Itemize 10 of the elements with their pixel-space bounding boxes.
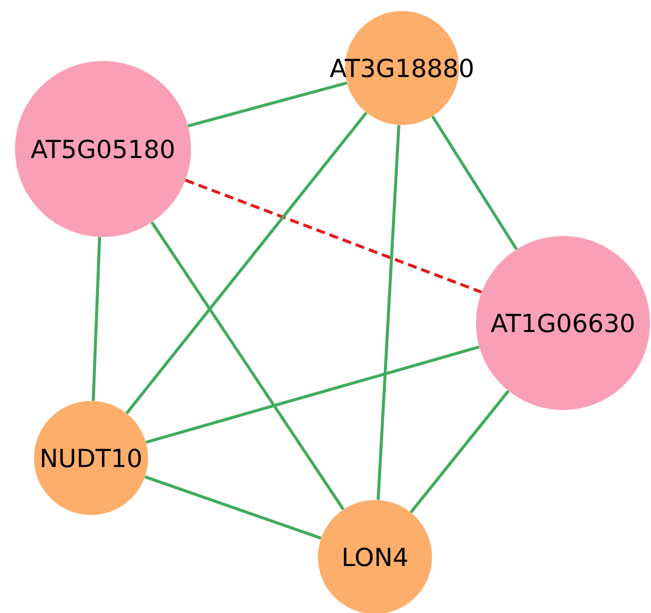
edge-line xyxy=(376,125,400,500)
edge-line xyxy=(92,237,102,401)
edge-line xyxy=(150,222,345,510)
edge-line xyxy=(188,82,348,128)
edge-line xyxy=(144,475,322,540)
edge-line xyxy=(410,390,510,514)
edge-line xyxy=(431,116,518,250)
edge-line xyxy=(146,346,480,444)
edge-line xyxy=(126,112,368,414)
dashed-edge xyxy=(184,178,482,294)
